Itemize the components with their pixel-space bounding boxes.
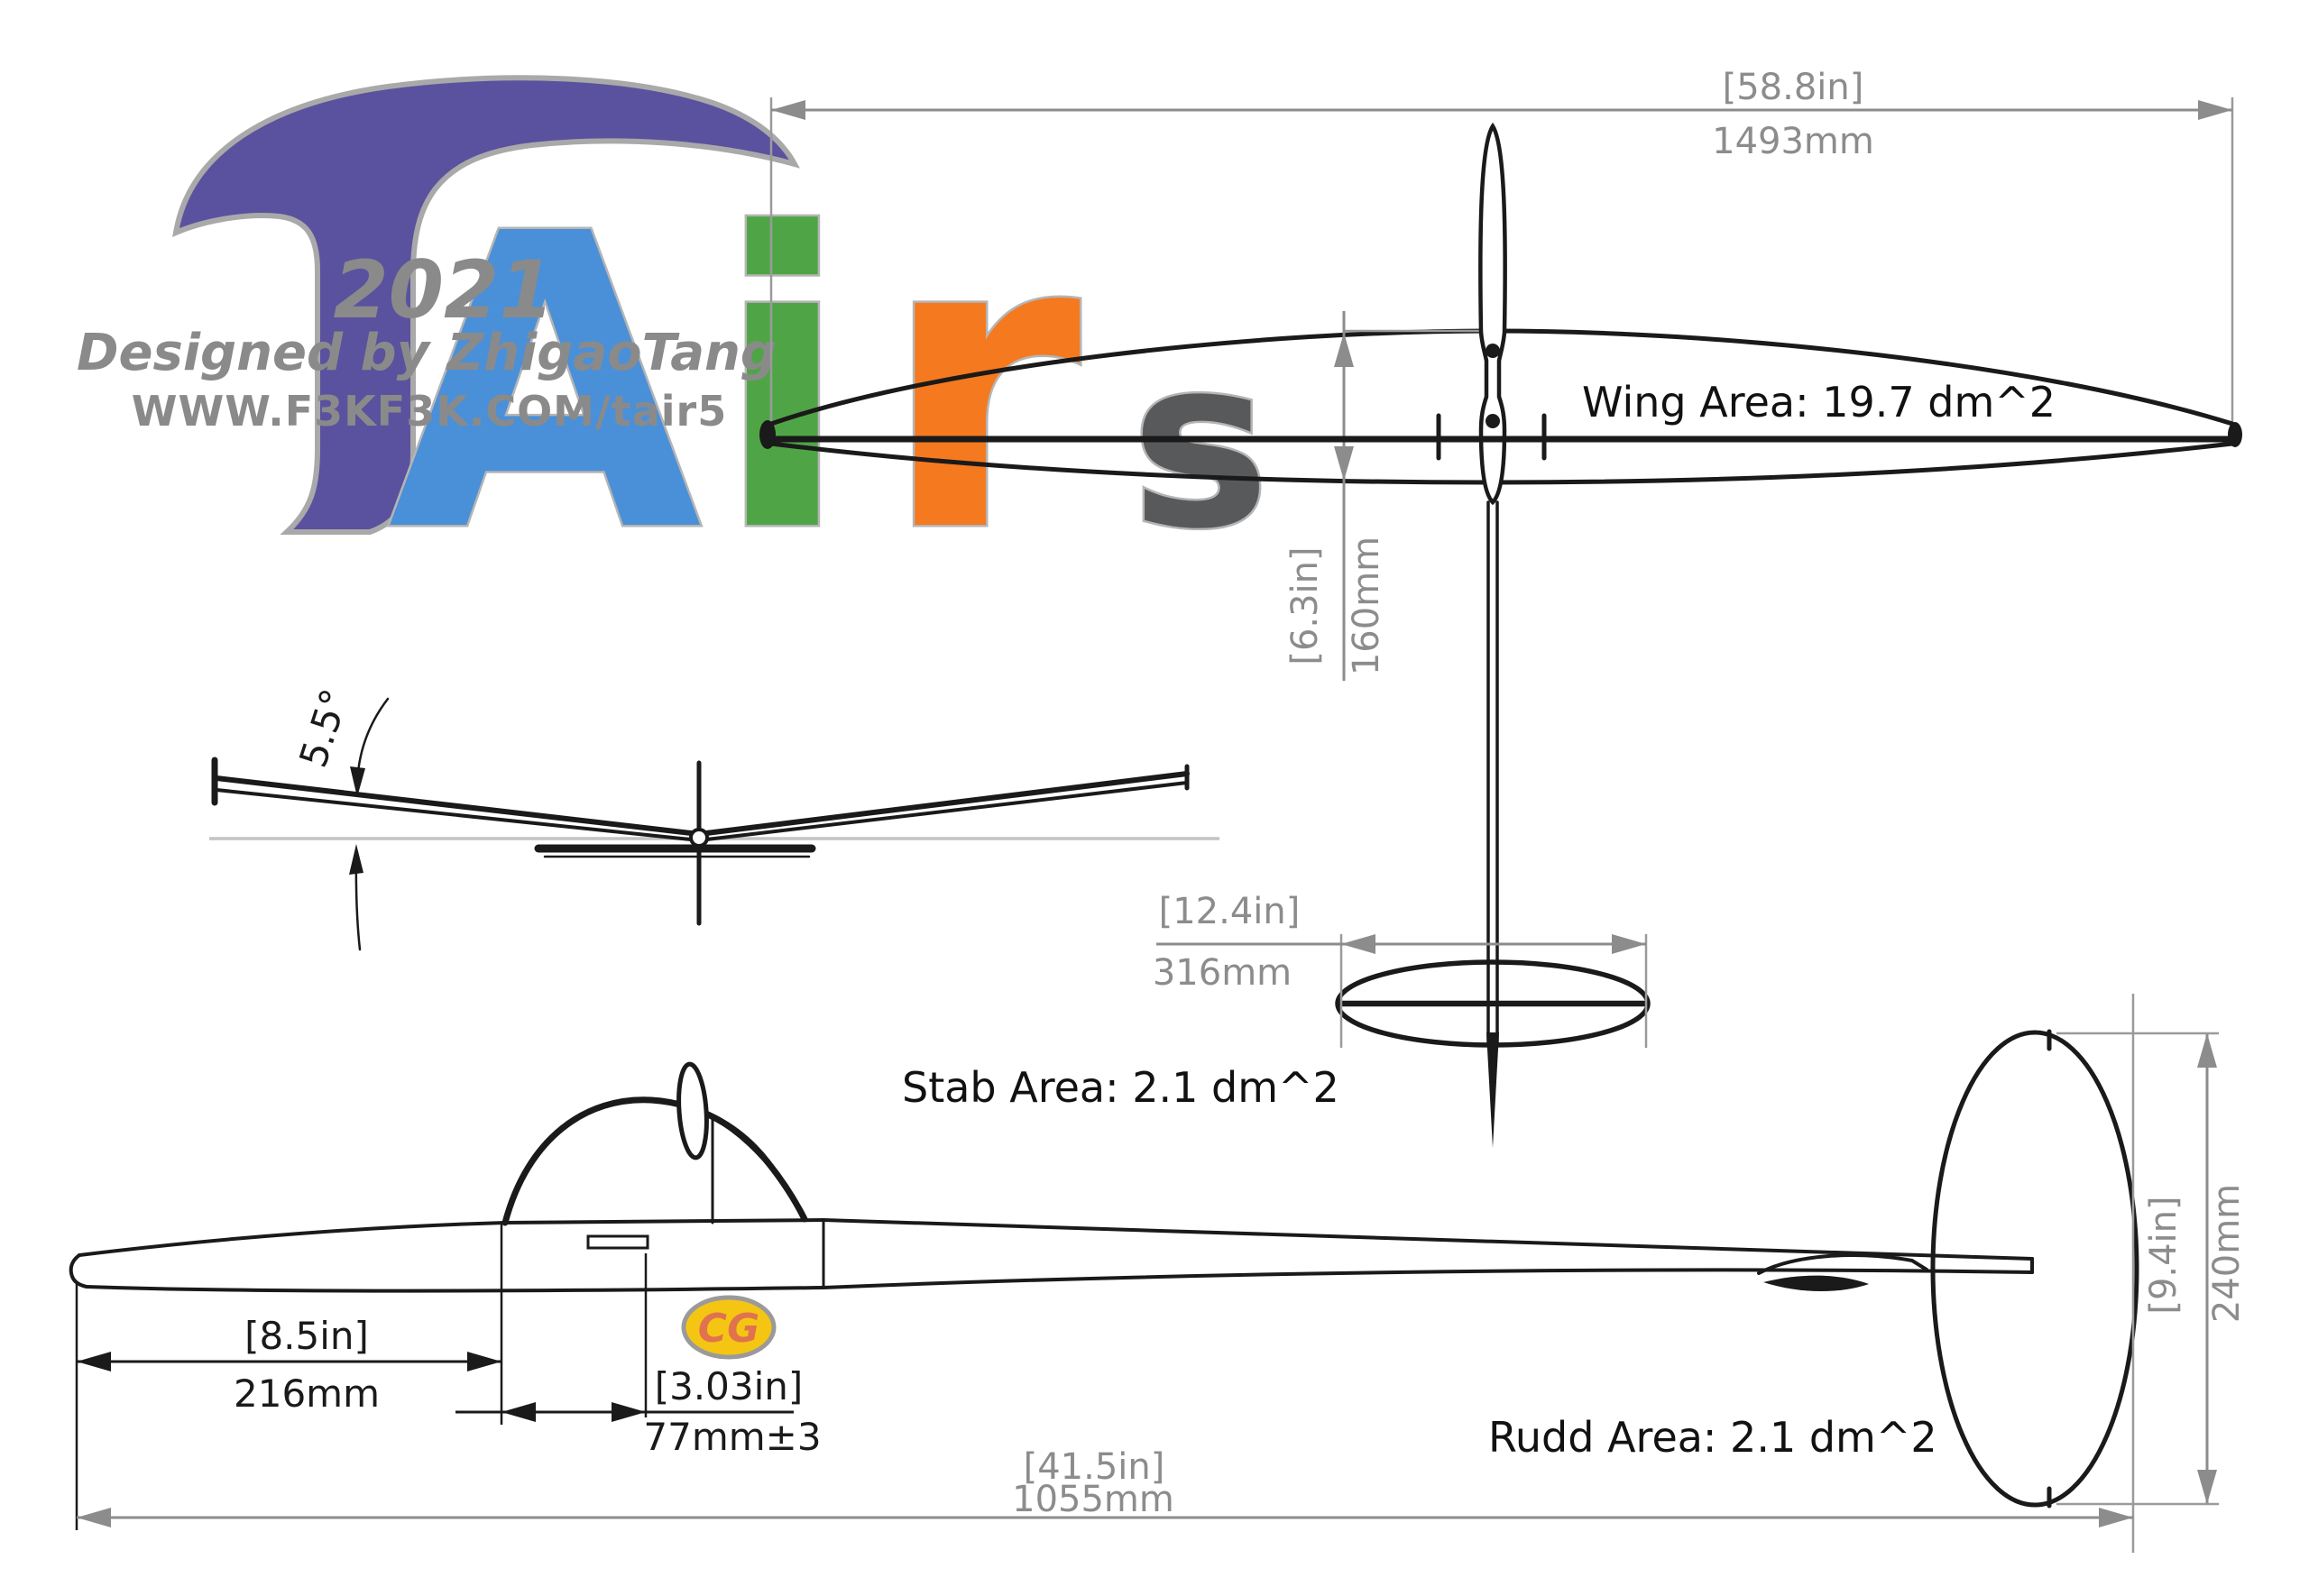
fuselage-pod-top-view	[1478, 122, 1507, 506]
wingtip-peg-left	[759, 420, 776, 449]
wing-bolt-front	[1486, 344, 1500, 358]
cg-marker	[681, 1295, 777, 1360]
nose-to-wing-arrow-right	[467, 1352, 501, 1371]
right-wing-panel-lower	[697, 781, 1189, 842]
top-view: [58.8in] 1493mm [6.3in] 160mm Wing Area:…	[759, 67, 2242, 1148]
stab-span-inches-label: [12.4in]	[1159, 891, 1301, 932]
rudder-area-label: Rudd Area: 2.1 dm^2	[1488, 1413, 1937, 1462]
fin-height-arrow-bottom	[2197, 1470, 2217, 1504]
rudder-fin-outline	[1930, 1030, 2139, 1508]
stab-side-view-outline	[1757, 1253, 1928, 1275]
stab-arrow-right	[1612, 934, 1646, 954]
front-view: 5.5°	[209, 683, 1219, 951]
span-arrow-right	[2198, 100, 2232, 120]
logo-letter-a: A	[388, 149, 705, 621]
logo-letter-s: s	[1130, 308, 1270, 581]
fin-height-arrow-top	[2197, 1033, 2217, 1068]
fuselage-length-arrow-left	[77, 1508, 111, 1527]
logo-letter-i: i	[713, 149, 851, 621]
left-wing-panel-lower	[215, 788, 701, 842]
side-view: Rudd Area: 2.1 dm^2 CG [8.5in] 216mm [3.…	[69, 994, 2248, 1553]
nose-to-wing-mm-label: 216mm	[234, 1371, 380, 1416]
wingtip-peg-right	[2228, 422, 2242, 447]
fin-height-inches-label: [9.4in]	[2143, 1196, 2185, 1314]
stab-side-view-shadow	[1763, 1275, 1869, 1292]
stab-area-label: Stab Area: 2.1 dm^2	[902, 1063, 1339, 1112]
span-arrow-left	[771, 100, 805, 120]
fuselage-length-inches-label: [41.5in]	[1024, 1446, 1165, 1488]
fuselage-bottom-contour	[85, 1285, 825, 1293]
nose-to-wing-inches-label: [8.5in]	[244, 1314, 369, 1358]
wingspan-inches-label: [58.8in]	[1723, 67, 1864, 108]
nose-to-wing-arrow-left	[77, 1352, 111, 1371]
left-wing-panel-upper	[214, 775, 702, 837]
logo-year: 2021	[334, 243, 555, 336]
wing-area-label: Wing Area: 19.7 dm^2	[1582, 378, 2056, 427]
stab-span-mm-label: 316mm	[1153, 952, 1292, 994]
wing-root-airfoil	[501, 1096, 808, 1226]
boom-cross-section	[689, 828, 709, 848]
wing-bolt-rear	[1486, 414, 1500, 428]
right-wing-panel-upper	[696, 771, 1190, 837]
boom-bottom-line	[822, 1268, 2034, 1289]
tail-skid-spike	[1486, 1032, 1499, 1148]
wing-to-cg-inches-label: [3.03in]	[655, 1364, 804, 1408]
logo-letter-t-swoosh	[172, 75, 800, 535]
chord-arrow-bottom	[1334, 446, 1354, 481]
logo-designer: Designed by ZhigaoTang	[77, 324, 777, 382]
cg-arrow-left	[501, 1402, 536, 1422]
fuselage-nose-cap	[69, 1253, 88, 1289]
root-chord-inches-label: [6.3in]	[1284, 546, 1326, 665]
chord-arrow-top	[1334, 333, 1354, 367]
wing-rear-edge-side-view	[711, 1116, 806, 1221]
stab-arrow-left	[1341, 934, 1375, 954]
boom-top-line	[822, 1218, 2034, 1261]
cg-arrow-right	[612, 1402, 646, 1422]
wing-to-cg-mm-label: 77mm±3	[643, 1415, 821, 1459]
logo-website: WWW.F3KF3K.COM/tair5	[132, 387, 728, 436]
fuselage-top-contour	[78, 1218, 825, 1257]
dihedral-arrow-down	[350, 766, 365, 797]
wingspan-mm-label: 1493mm	[1712, 121, 1874, 162]
fin-height-mm-label: 240mm	[2206, 1184, 2248, 1323]
fuselage-length-mm-label: 1055mm	[1012, 1479, 1174, 1520]
root-chord-mm-label: 160mm	[1346, 537, 1387, 675]
cg-marker-label: CG	[698, 1306, 759, 1352]
launch-peg	[676, 1061, 709, 1160]
dihedral-angle-label: 5.5°	[290, 683, 357, 773]
fuselage-length-arrow-right	[2099, 1508, 2133, 1527]
dihedral-arrow-up	[349, 844, 363, 875]
servo-hatch	[586, 1234, 649, 1250]
